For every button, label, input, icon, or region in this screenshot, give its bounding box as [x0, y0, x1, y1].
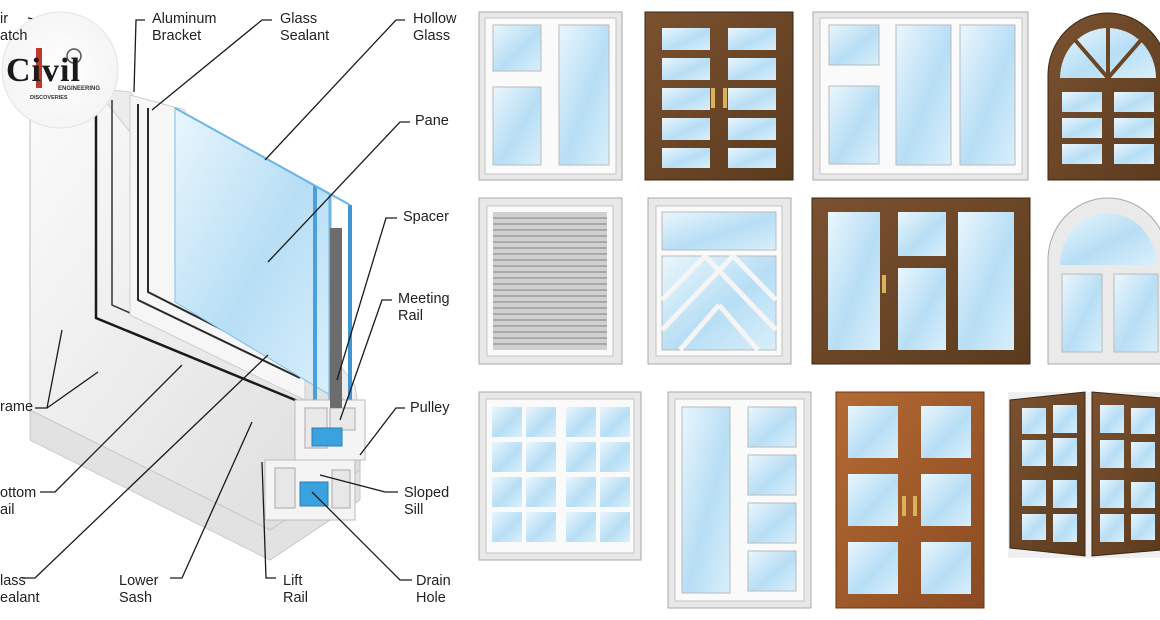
leader-aluminum-bracket — [133, 19, 145, 93]
label-drain-hole: Drain Hole — [416, 573, 451, 606]
sash-gasket — [137, 104, 301, 379]
logo-subtitle-discoveries: DISCOVERIES — [30, 95, 68, 101]
window-wood-french-3x2 — [835, 391, 985, 609]
label-pulley: Pulley — [410, 400, 450, 416]
spacer-bar — [330, 228, 342, 408]
label-aluminum-bracket: Aluminum Bracket — [152, 11, 217, 44]
leader-pane — [267, 121, 410, 263]
window-white-louver — [478, 197, 623, 365]
leader-lift-rail — [261, 461, 276, 579]
window-wood-french-muntin — [644, 11, 794, 181]
label-air-latch: ir atch — [0, 11, 28, 44]
label-spacer: Spacer — [403, 209, 449, 225]
leader-glass-sealant-bottom — [22, 354, 269, 579]
window-white-diamond-lattice — [647, 197, 792, 365]
logo-subtitle-engineering: ENGINEERING — [58, 86, 101, 92]
leader-meeting-rail — [339, 299, 392, 421]
leader-bottom-rail — [40, 364, 183, 493]
leader-lower-sash — [170, 421, 253, 579]
window-white-french-grid — [478, 391, 642, 561]
label-meeting-rail: Meeting Rail — [398, 291, 450, 324]
label-frame: rame — [0, 399, 34, 415]
label-glass-sealant-top: Glass Sealant — [280, 11, 330, 44]
window-wood-transom-3 — [811, 197, 1031, 365]
label-sloped-sill: Sloped Sill — [404, 485, 450, 518]
leader-drain-hole — [311, 491, 412, 581]
label-bottom-rail: ottom ail — [0, 485, 37, 518]
leader-lines — [22, 17, 412, 581]
glass-top-edge — [174, 107, 351, 206]
leader-glass-sealant-top — [151, 19, 272, 111]
label-glass-sealant-bottom: lass ealant — [0, 573, 40, 606]
label-lower-sash: Lower Sash — [119, 573, 159, 606]
window-white-casement-3 — [812, 11, 1029, 181]
leader-spacer — [336, 217, 397, 381]
logo-badge — [1, 11, 119, 129]
window-wood-open-casement — [1008, 391, 1160, 558]
leader-hollow-glass — [264, 19, 405, 161]
window-gallery — [478, 11, 1160, 609]
logo-globe-icon — [66, 48, 82, 64]
gasket-line-outer — [94, 96, 301, 404]
window-white-double-side — [667, 391, 812, 609]
profile-section — [264, 228, 366, 521]
logo-tower-icon — [36, 48, 42, 88]
window-white-round-top — [1047, 197, 1160, 365]
leader-frame-2 — [46, 371, 99, 409]
label-pane: Pane — [415, 113, 449, 129]
leader-sloped-sill — [319, 474, 398, 493]
window-wood-arched-top — [1047, 12, 1160, 181]
leader-pulley — [359, 407, 405, 456]
frame-bottom-face — [29, 409, 361, 561]
window-cutaway — [29, 87, 366, 561]
logo-title: Civil — [6, 52, 81, 89]
label-lift-rail: Lift Rail — [283, 573, 308, 606]
label-hollow-glass: Hollow Glass — [413, 11, 457, 44]
window-white-casement-2 — [478, 11, 623, 181]
